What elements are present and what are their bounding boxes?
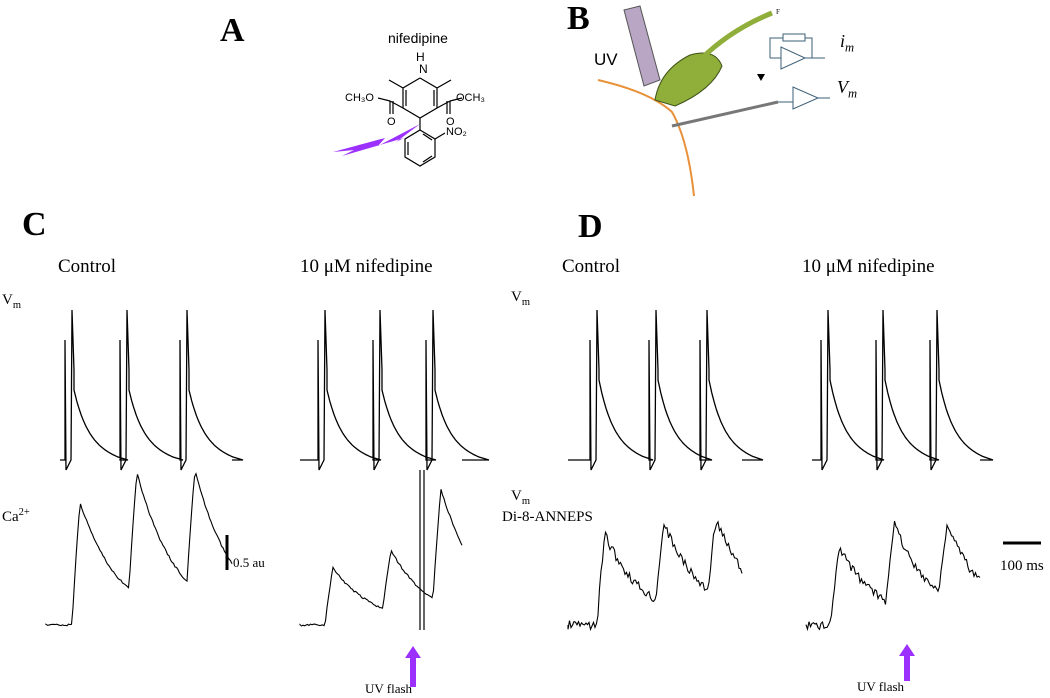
ester-right-label: OCH₃ [456, 92, 485, 104]
ring-nh-label: N [419, 62, 428, 76]
f-label: F [776, 8, 780, 16]
d-nifedipine-vm-trace [812, 309, 994, 471]
ring-h-label: H [416, 50, 425, 64]
c-uv-flash-arrow-icon [405, 646, 421, 687]
ester-left-oxygen: O [387, 116, 396, 128]
uv-lightning-icon [333, 124, 420, 156]
ester-left-label: CH₃O [345, 92, 374, 104]
d-vm-label: Vm [511, 289, 531, 308]
c-nifedipine-title: 10 μM nifedipine [300, 256, 433, 277]
c-uv-artifact [419, 470, 425, 630]
ester-right-oxygen: O [446, 116, 455, 128]
c-nifedipine-vm-trace [300, 309, 490, 471]
d-uv-flash-label: UV flash [857, 679, 905, 694]
d-control-dye-trace [567, 520, 743, 632]
c-uv-flash-label: UV flash [365, 681, 413, 696]
c-ca-label: Ca2+ [2, 507, 30, 525]
panel-a-label: A [220, 12, 245, 49]
c-nifedipine-ca-trace [299, 489, 463, 627]
cell-membrane [597, 79, 695, 197]
uv-light-guide [623, 5, 661, 87]
panel-c-label: C [22, 206, 47, 243]
drug-name: nifedipine [388, 30, 448, 46]
nitro-label: NO₂ [446, 126, 467, 138]
microelectrode [671, 100, 779, 128]
c-control-ca-trace [45, 472, 233, 627]
d-nifedipine-dye-trace [805, 520, 981, 632]
d-nifedipine-title: 10 μM nifedipine [802, 256, 935, 277]
voltage-amplifier-icon [792, 86, 820, 110]
im-label: im [840, 31, 855, 55]
d-vm2-label: Vm [511, 488, 531, 507]
d-control-title: Control [562, 256, 621, 277]
panel-d-label: D [578, 208, 603, 245]
c-vm-label: Vm [2, 292, 22, 311]
vm-label-b: Vm [837, 77, 858, 101]
c-scale-label: 0.5 au [233, 555, 265, 570]
d-control-vm-trace [568, 309, 764, 471]
patch-pipette [654, 52, 723, 107]
c-control-vm-trace [60, 309, 244, 471]
d-uv-flash-arrow-icon [899, 644, 915, 681]
uv-label: UV [594, 50, 618, 69]
d-dye-label: Di-8-ANNEPS [502, 509, 593, 525]
panel-b-label: B [567, 0, 590, 37]
c-control-title: Control [58, 256, 117, 277]
d-time-scale-label: 100 ms [1000, 558, 1044, 574]
